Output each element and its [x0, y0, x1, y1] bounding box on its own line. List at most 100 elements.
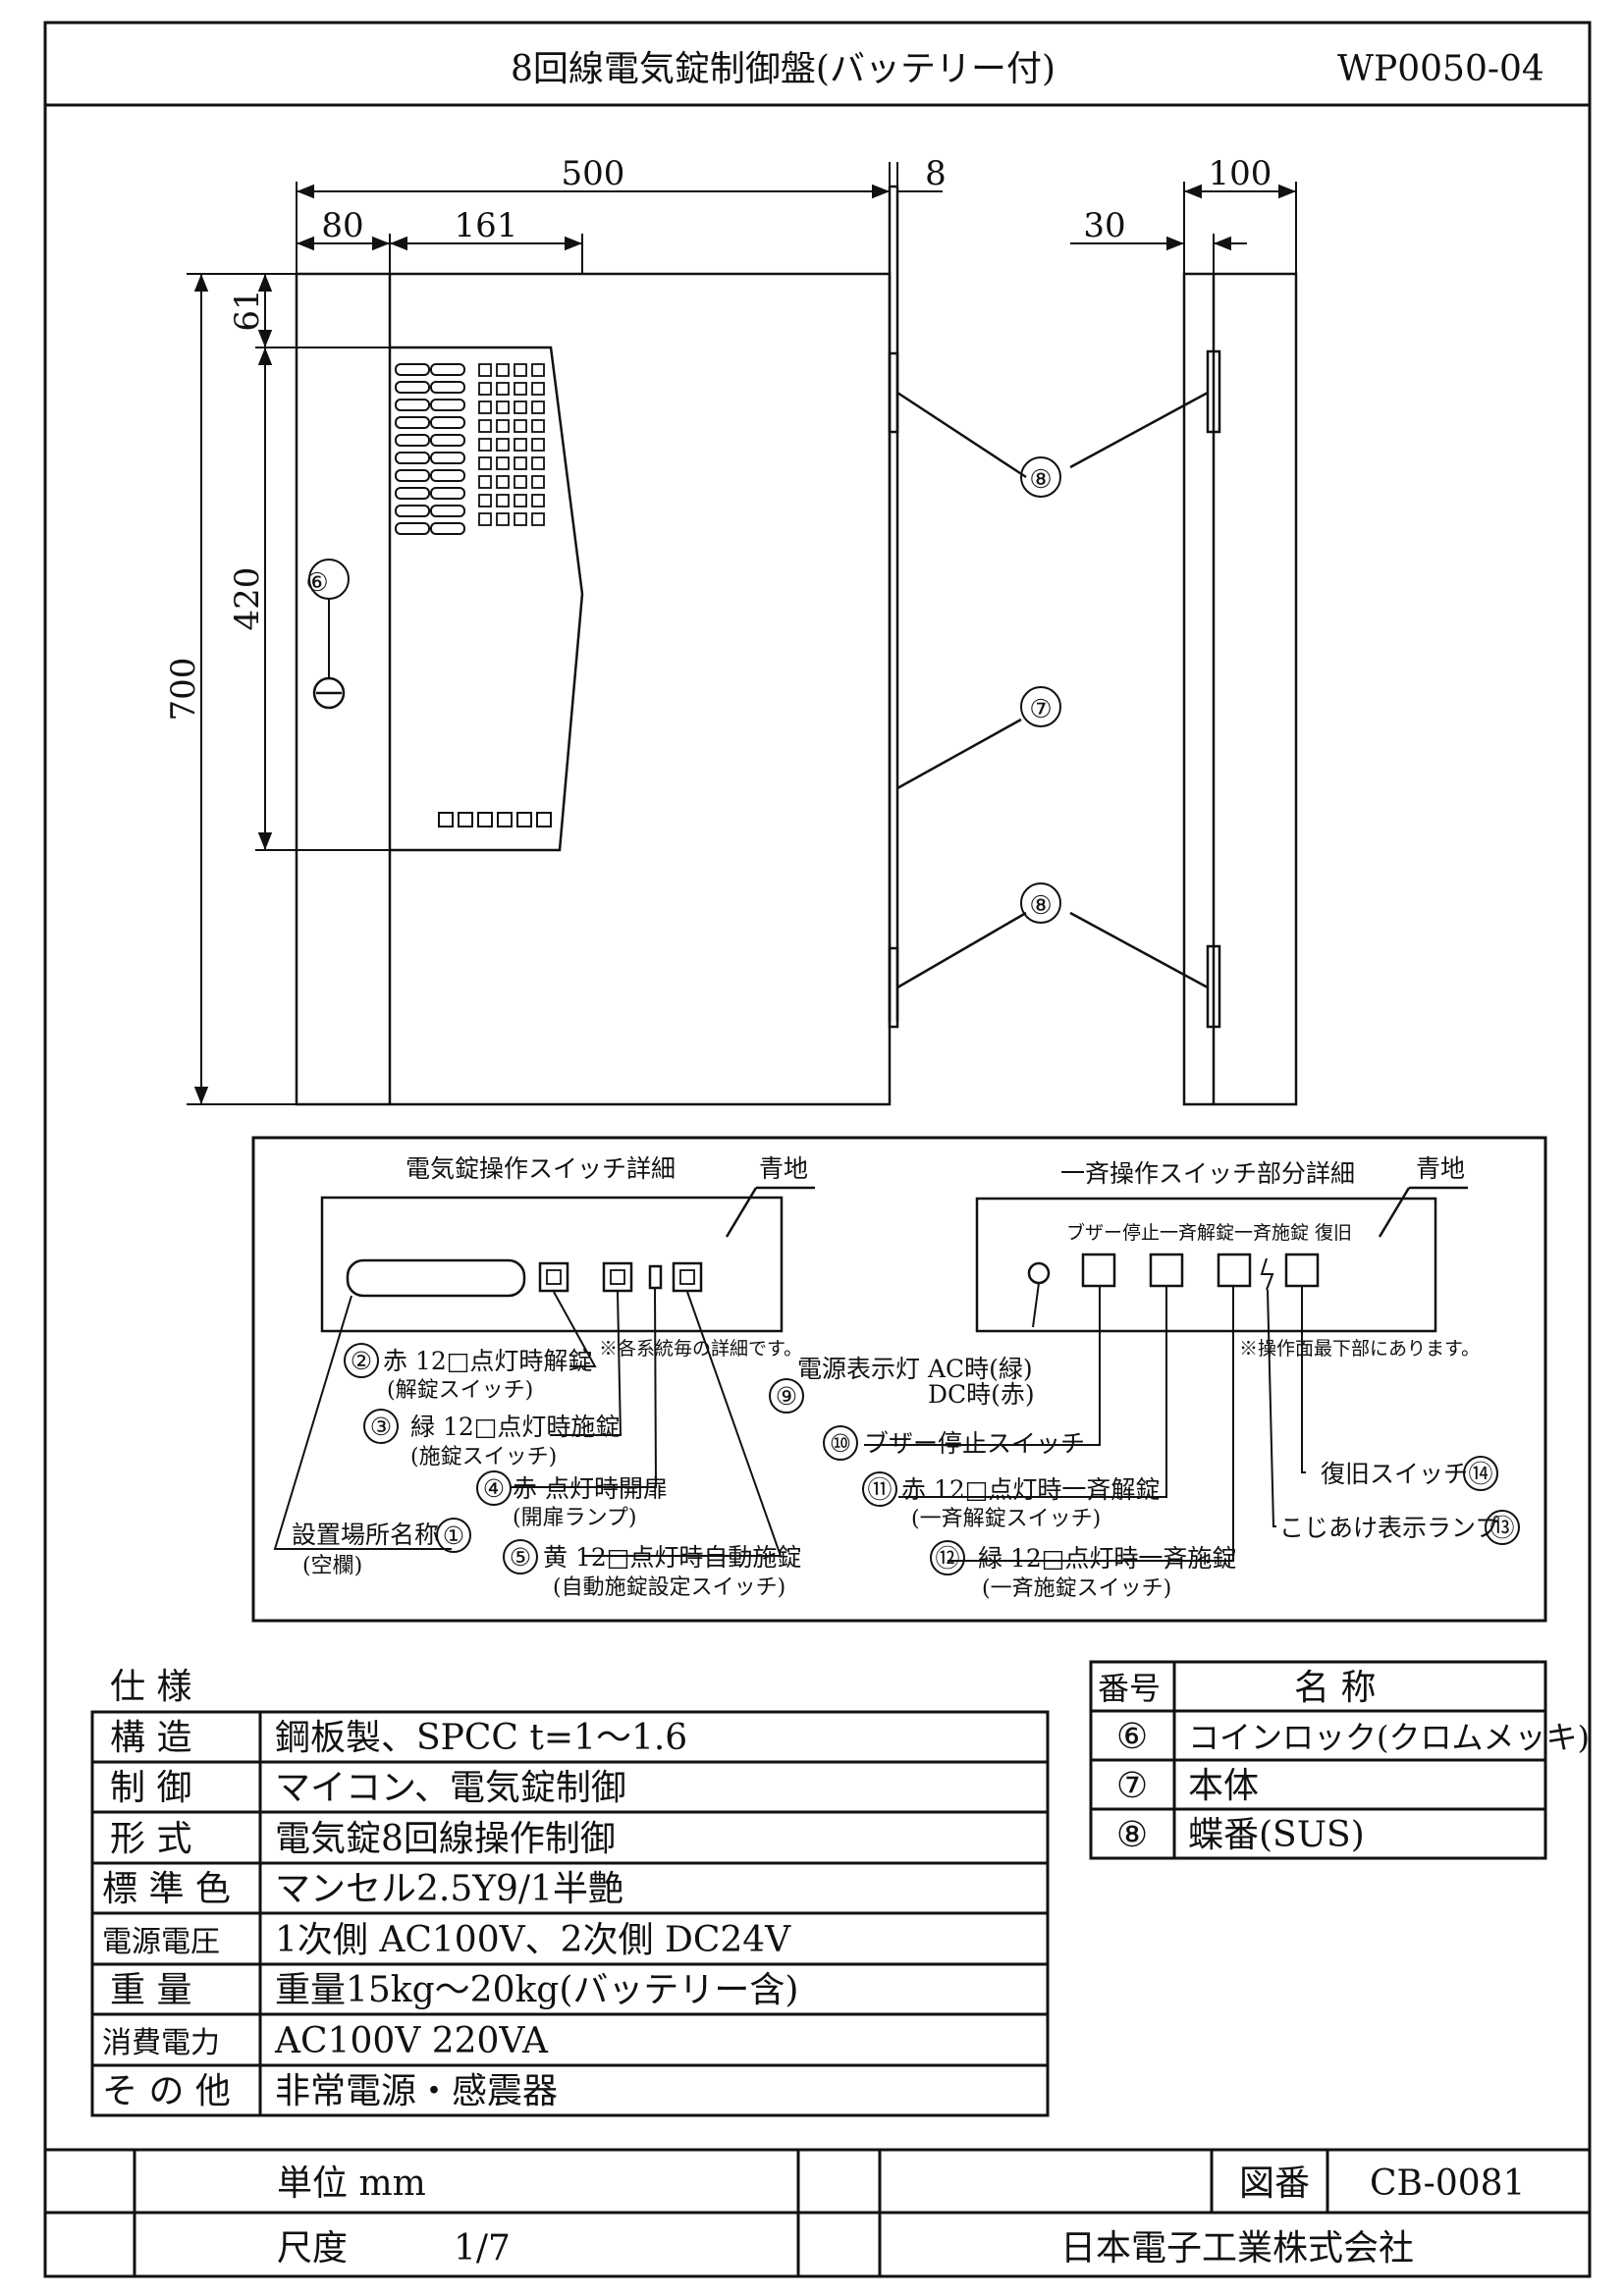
group-button-labels: ブザー停止一斉解錠一斉施錠 復旧 [1066, 1221, 1352, 1244]
item-5-label: 黄 12□点灯時自動施錠 [543, 1543, 801, 1572]
scale-label: 尺度 [277, 2228, 348, 2269]
item-3-label: 緑 12□点灯時施錠 [410, 1413, 620, 1441]
item-11-sub: (一斉解錠スイッチ) [911, 1507, 1101, 1531]
spec-table [90, 1710, 1050, 2117]
company-name: 日本電子工業株式会社 [1060, 2228, 1414, 2269]
dim-100: 100 [1209, 154, 1272, 193]
parts-no: ⑦ [1116, 1766, 1148, 1806]
spec-label: 電源電圧 [102, 1925, 220, 1959]
parts-name: コインロック(クロムメッキ) [1188, 1719, 1590, 1756]
drawing-title: 8回線電気錠制御盤(バッテリー付) [511, 49, 1056, 89]
spec-label: 構 造 [110, 1718, 191, 1758]
spec-label: 制 御 [110, 1768, 191, 1808]
item-4-num: ④ [483, 1474, 505, 1503]
callout-8-bottom: ⑧ [1029, 891, 1052, 921]
parts-no: ⑧ [1116, 1815, 1148, 1855]
group-detail-note: ※操作面最下部にあります。 [1239, 1338, 1480, 1360]
spec-value: マイコン、電気錠制御 [275, 1768, 626, 1808]
spec-value: 非常電源・感震器 [275, 2071, 558, 2111]
spec-value: 1次側 AC100V、2次側 DC24V [275, 1920, 791, 1960]
item-4-sub: (開扉ランプ) [513, 1506, 637, 1530]
cabinet-front [295, 272, 892, 1106]
item-12-sub: (一斉施錠スイッチ) [982, 1576, 1171, 1601]
coin-lock-icon [312, 676, 346, 710]
parts-header-no: 番号 [1098, 1670, 1161, 1707]
operation-panel [390, 346, 584, 852]
front-view [295, 272, 892, 1106]
spec-rows: 構 造 鋼板製、SPCC t=1〜1.6 制 御 マイコン、電気錠制御 形 式 … [102, 1718, 798, 2111]
item-1-sub: (空欄) [302, 1554, 362, 1578]
dim-30: 30 [1083, 206, 1125, 245]
spec-label: 重 量 [110, 1970, 191, 2010]
panel-switch-grid [395, 363, 552, 828]
power-lamp-icon [1027, 1261, 1051, 1285]
group-detail-title: 一斉操作スイッチ部分詳細 [1060, 1159, 1355, 1188]
item-10-label: ブザー停止スイッチ [864, 1429, 1085, 1458]
item-2-sub: (解錠スイッチ) [387, 1378, 533, 1403]
dim-161: 161 [455, 206, 518, 245]
item-4-label: 赤 点灯時開扉 [513, 1474, 668, 1503]
item-12-label: 緑 12□点灯時一斉施錠 [978, 1544, 1236, 1573]
item-13-num: ⑬ [1489, 1514, 1514, 1542]
switch-detail-bg-label: 青地 [759, 1154, 808, 1183]
spec-value: マンセル2.5Y9/1半艶 [275, 1869, 623, 1909]
item-9-sub: DC時(赤) [928, 1380, 1035, 1409]
item-3-sub: (施錠スイッチ) [410, 1445, 557, 1469]
item-9-num: ⑨ [776, 1382, 797, 1411]
dim-8: 8 [925, 154, 947, 193]
parts-no: ⑥ [1116, 1717, 1148, 1757]
item-10-num: ⑩ [830, 1429, 851, 1458]
switch-detail: 電気錠操作スイッチ詳細 青地 ※各系統毎の詳細です。 ② 赤 12□点灯時解錠 … [273, 1154, 815, 1600]
scale-value: 1/7 [454, 2228, 511, 2269]
parts-header-name: 名 称 [1294, 1668, 1376, 1708]
item-11-num: ⑪ [867, 1475, 892, 1504]
spec-label: 消費電力 [102, 2026, 220, 2060]
title-block [45, 2148, 1590, 2276]
drawing-code: WP0050-04 [1337, 49, 1544, 89]
group-detail: 一斉操作スイッチ部分詳細 青地 ブザー停止一斉解錠一斉施錠 復旧 ※操作面最下部… [769, 1154, 1520, 1601]
detail-box [251, 1136, 1547, 1623]
item-2-num: ② [351, 1347, 372, 1375]
group-detail-bg-label: 青地 [1416, 1154, 1465, 1183]
dim-61: 61 [228, 289, 267, 331]
dim-700: 700 [164, 658, 203, 721]
spec-value: 鋼板製、SPCC t=1〜1.6 [275, 1718, 687, 1758]
item-5-sub: (自動施錠設定スイッチ) [553, 1575, 785, 1600]
item-14-label: 復旧スイッチ [1321, 1460, 1468, 1488]
item-14-num: ⑭ [1468, 1460, 1492, 1488]
item-1-num: ① [443, 1522, 464, 1550]
dim-420: 420 [228, 567, 267, 631]
item-12-num: ⑫ [935, 1544, 959, 1573]
spec-label: 標 準 色 [102, 1869, 231, 1909]
switch-detail-title: 電気錠操作スイッチ詳細 [406, 1154, 676, 1183]
item-2-label: 赤 12□点灯時解錠 [383, 1347, 592, 1375]
dim-500: 500 [562, 154, 625, 193]
spec-value: 電気錠8回線操作制御 [275, 1819, 616, 1859]
spec-label: 形 式 [110, 1819, 191, 1859]
callout-7: ⑦ [1029, 695, 1052, 724]
drawing-no: CB-0081 [1370, 2163, 1525, 2204]
sheet-border [43, 21, 1592, 2278]
item-11-label: 赤 12□点灯時一斉解錠 [901, 1475, 1160, 1504]
parts-name: 蝶番(SUS) [1188, 1815, 1365, 1855]
item-1-label: 設置場所名称 [292, 1521, 439, 1549]
spec-label: そ の 他 [102, 2071, 231, 2111]
front-dimensions [187, 182, 891, 1105]
item-13-label: こじあけ表示ランプ [1279, 1514, 1499, 1542]
callout-6: ⑥ [305, 568, 328, 598]
spec-value: 重量15kg〜20kg(バッテリー含) [275, 1970, 798, 2010]
switch-detail-note: ※各系統毎の詳細です。 [599, 1338, 802, 1360]
callout-8-top: ⑧ [1029, 465, 1052, 495]
spec-value: AC100V 220VA [274, 2021, 549, 2061]
spec-title: 仕 様 [110, 1667, 191, 1707]
item-3-num: ③ [370, 1413, 392, 1441]
parts-table [1089, 1660, 1547, 1860]
parts-name: 本体 [1188, 1766, 1259, 1806]
name-plate [346, 1258, 526, 1298]
unit-label: 単位 mm [277, 2163, 426, 2204]
side-view [854, 162, 1298, 1106]
item-9-label: 電源表示灯 AC時(緑) [797, 1355, 1033, 1383]
item-5-num: ⑤ [510, 1543, 531, 1572]
drawing-no-label: 図番 [1239, 2163, 1310, 2204]
